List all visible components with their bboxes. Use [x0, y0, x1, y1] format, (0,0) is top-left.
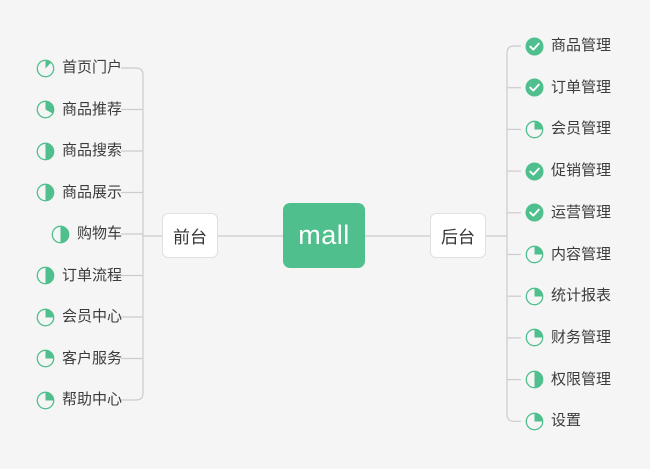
pie-progress-icon [51, 225, 70, 244]
check-circle-icon [525, 78, 544, 97]
pie-progress-icon [36, 100, 55, 119]
leaf-right-7[interactable]: 财务管理 [525, 326, 611, 350]
leaf-label: 财务管理 [551, 328, 612, 346]
leaf-left-8[interactable]: 帮助中心 [36, 388, 122, 412]
leaf-right-9[interactable]: 设置 [525, 409, 581, 433]
leaf-label: 商品推荐 [61, 100, 122, 118]
leaf-label: 运营管理 [551, 203, 612, 221]
leaf-left-6[interactable]: 会员中心 [36, 305, 122, 329]
leaf-label: 促销管理 [551, 162, 612, 180]
leaf-label: 权限管理 [551, 370, 612, 388]
pie-progress-icon [36, 266, 55, 285]
leaf-right-5[interactable]: 内容管理 [525, 243, 611, 267]
root-node-mall[interactable]: mall [283, 203, 365, 268]
leaf-left-5[interactable]: 订单流程 [36, 264, 122, 288]
pie-progress-icon [525, 328, 544, 347]
leaf-label: 首页门户 [61, 59, 122, 76]
leaf-label: 客户服务 [61, 349, 122, 367]
leaf-label: 统计报表 [551, 287, 612, 305]
pie-progress-icon [36, 391, 55, 410]
leaf-right-3[interactable]: 促销管理 [525, 159, 611, 183]
leaf-left-1[interactable]: 商品推荐 [36, 98, 122, 122]
leaf-right-1[interactable]: 订单管理 [525, 76, 611, 100]
leaf-label: 商品搜索 [61, 142, 122, 159]
leaf-label: 会员中心 [61, 308, 122, 325]
leaf-left-3[interactable]: 商品展示 [36, 181, 122, 205]
leaf-label: 购物车 [76, 225, 122, 242]
pie-progress-icon [36, 308, 55, 327]
check-circle-icon [525, 162, 544, 181]
leaf-right-6[interactable]: 统计报表 [525, 284, 611, 308]
leaf-left-0[interactable]: 首页门户 [36, 56, 122, 80]
check-circle-icon [525, 203, 544, 222]
leaf-label: 内容管理 [551, 245, 612, 263]
leaf-label: 商品展示 [61, 183, 122, 201]
leaf-label: 订单流程 [61, 266, 122, 284]
branch-node-backend[interactable]: 后台 [430, 213, 486, 258]
pie-progress-icon [525, 245, 544, 264]
branch-node-frontend[interactable]: 前台 [162, 213, 218, 258]
leaf-label: 设置 [551, 412, 582, 430]
leaf-right-0[interactable]: 商品管理 [525, 34, 611, 58]
check-circle-icon [525, 37, 544, 56]
pie-progress-icon [525, 120, 544, 139]
leaf-right-8[interactable]: 权限管理 [525, 368, 611, 392]
leaf-label: 会员管理 [551, 120, 612, 138]
leaf-right-4[interactable]: 运营管理 [525, 201, 611, 225]
pie-progress-icon [36, 59, 55, 78]
leaf-label: 商品管理 [551, 37, 612, 54]
leaf-right-2[interactable]: 会员管理 [525, 117, 611, 141]
pie-progress-icon [36, 349, 55, 368]
pie-progress-icon [36, 183, 55, 202]
leaf-left-2[interactable]: 商品搜索 [36, 139, 122, 163]
pie-progress-icon [36, 142, 55, 161]
pie-progress-icon [525, 287, 544, 306]
leaf-label: 订单管理 [551, 78, 612, 96]
leaf-left-4[interactable]: 购物车 [51, 222, 122, 246]
pie-progress-icon [525, 412, 544, 431]
leaf-label: 帮助中心 [61, 391, 122, 408]
pie-progress-icon [525, 370, 544, 389]
leaf-left-7[interactable]: 客户服务 [36, 347, 122, 371]
